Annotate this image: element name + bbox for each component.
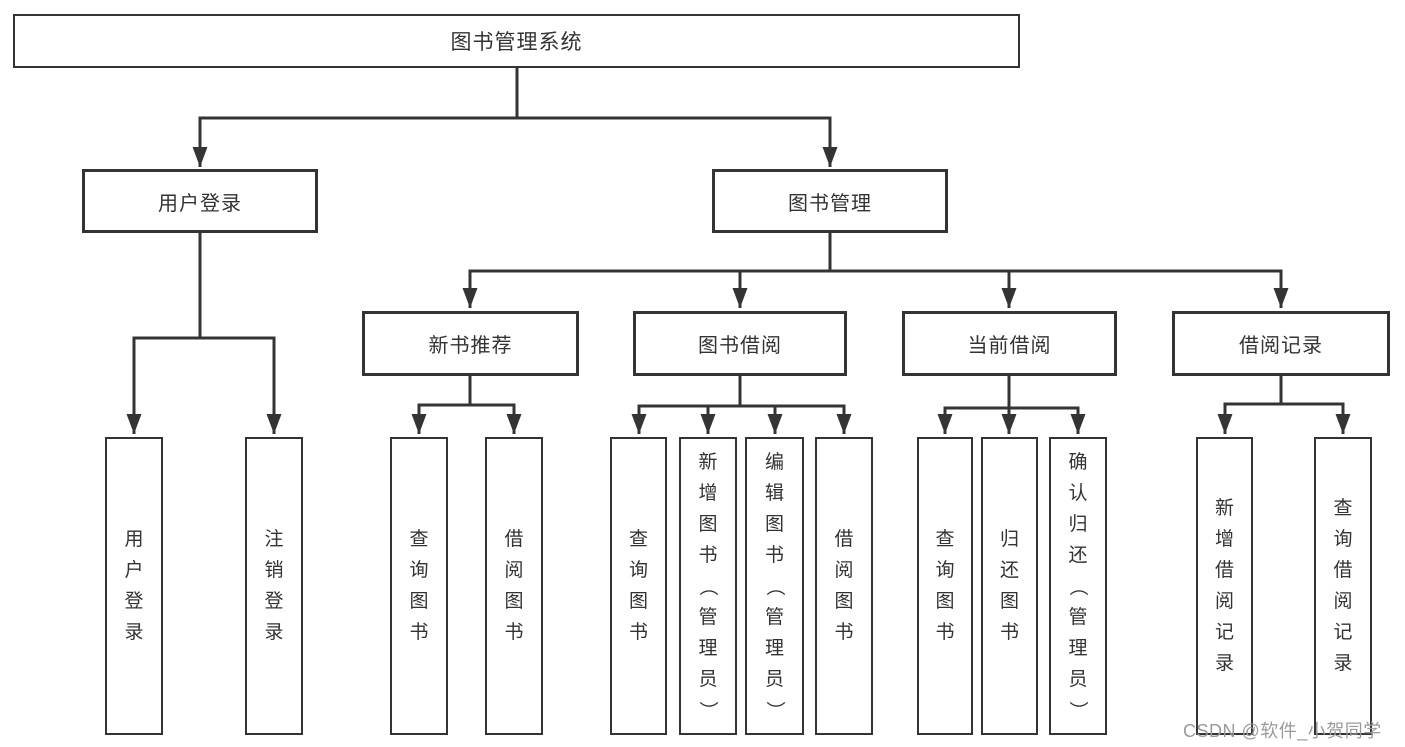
node-current-borrowing: 当前借阅 [902,311,1117,376]
leaf-add-borrow-record: 新增借阅记录 [1196,437,1253,735]
node-borrowing-records-label: 借阅记录 [1239,335,1323,357]
leaf-confirm-return-admin-label: 确认归还（管理员） [1067,451,1089,720]
node-user-login-label: 用户登录 [158,192,242,215]
leaf-user-login: 用户登录 [105,437,163,735]
node-book-management-label: 图书管理 [788,192,872,215]
node-book-borrowing-label: 图书借阅 [698,335,782,357]
node-current-borrowing-label: 当前借阅 [967,335,1052,357]
node-user-login: 用户登录 [82,169,318,233]
leaf-query-borrow-record: 查询借阅记录 [1314,437,1372,735]
leaf-query-books-2-label: 查询图书 [628,529,648,643]
node-new-book-recommendation-label: 新书推荐 [428,335,513,357]
leaf-return-books-label: 归还图书 [999,529,1019,643]
leaf-query-books-3: 查询图书 [917,437,973,735]
leaf-edit-book-admin: 编辑图书（管理员） [745,437,804,735]
leaf-query-books-1-label: 查询图书 [409,529,429,643]
leaf-user-login-label: 用户登录 [124,529,144,643]
node-book-borrowing: 图书借阅 [633,311,847,376]
leaf-return-books: 归还图书 [981,437,1038,735]
leaf-edit-book-admin-label: 编辑图书（管理员） [763,451,785,720]
leaf-add-book-admin-label: 新增图书（管理员） [697,451,719,720]
leaf-logout-label: 注销登录 [264,529,284,643]
leaf-logout: 注销登录 [245,437,303,735]
leaf-confirm-return-admin: 确认归还（管理员） [1049,437,1107,735]
leaf-add-borrow-record-label: 新增借阅记录 [1214,498,1234,674]
leaf-borrow-books-1-label: 借阅图书 [504,529,524,643]
node-book-management: 图书管理 [712,169,948,233]
watermark: CSDN @软件_小贺同学 [1183,721,1382,741]
node-borrowing-records: 借阅记录 [1172,311,1390,376]
node-root-label: 图书管理系统 [450,31,583,54]
leaf-query-borrow-record-label: 查询借阅记录 [1333,498,1353,674]
leaf-borrow-books-2: 借阅图书 [815,437,873,735]
node-root: 图书管理系统 [13,14,1020,68]
leaf-query-books-2: 查询图书 [610,437,667,735]
leaf-borrow-books-1: 借阅图书 [485,437,543,735]
node-new-book-recommendation: 新书推荐 [362,311,579,376]
leaf-query-books-3-label: 查询图书 [935,529,955,643]
leaf-borrow-books-2-label: 借阅图书 [834,529,854,643]
leaf-query-books-1: 查询图书 [390,437,448,735]
leaf-add-book-admin: 新增图书（管理员） [679,437,737,735]
